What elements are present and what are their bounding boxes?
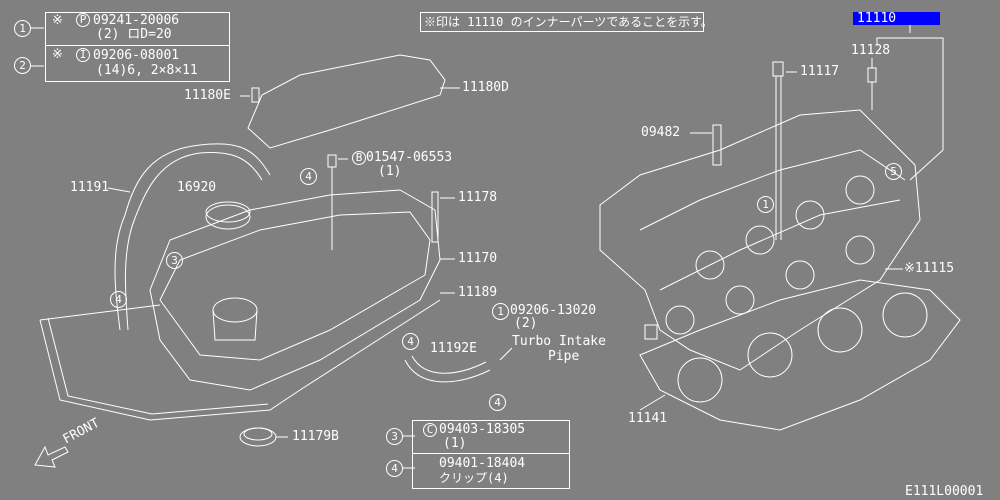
legend-box-2[interactable]: ※ I 09206-08001 (14)6, 2×8×11: [45, 45, 230, 82]
turbo-pipe-label: Pipe: [548, 349, 580, 364]
part-number-09403-18305[interactable]: 09403-18305: [439, 422, 526, 437]
callout-1: 1: [757, 196, 774, 213]
part-label-11128[interactable]: 11128: [851, 43, 891, 58]
part-label-11192E[interactable]: 11192E: [430, 341, 477, 356]
callout-b: B: [352, 151, 366, 165]
callout-4: 4: [489, 394, 506, 411]
part-label-16920[interactable]: 16920: [177, 180, 217, 195]
part-label-11115[interactable]: ※11115: [904, 261, 955, 276]
callout-4: 4: [402, 333, 419, 350]
callout-4: 4: [300, 168, 317, 185]
selected-part-11110[interactable]: 11110: [853, 12, 940, 25]
part-detail: (14)6, 2×8×11: [96, 63, 198, 78]
inner-parts-note: ※印は 11110 のインナーパーツであることを示す。: [420, 12, 713, 32]
code-i-icon: I: [76, 48, 90, 62]
part-label-11180E[interactable]: 11180E: [184, 88, 231, 103]
drawing-id: E111L00001: [905, 484, 984, 499]
part-label-11179B[interactable]: 11179B: [292, 429, 339, 444]
legend-box-4[interactable]: 09401-18404 クリップ(4): [412, 453, 570, 489]
part-label-09206-13020[interactable]: 09206-13020: [510, 303, 597, 318]
part-label-11117[interactable]: 11117: [800, 64, 840, 79]
callout-1: 1: [14, 20, 31, 37]
part-detail: (2) ロD=20: [96, 27, 172, 42]
part-label-11141[interactable]: 11141: [628, 411, 668, 426]
callout-1: 1: [492, 303, 509, 320]
legend-box-3[interactable]: C 09403-18305 (1): [412, 420, 570, 454]
callout-4: 4: [386, 460, 403, 477]
part-label-11170[interactable]: 11170: [458, 251, 498, 266]
note-text: ※印は 11110 のインナーパーツであることを示す。: [424, 15, 713, 29]
part-label-11189[interactable]: 11189: [458, 285, 498, 300]
part-label-11191[interactable]: 11191: [70, 180, 110, 195]
code-c-icon: C: [423, 423, 437, 437]
callout-2: 2: [14, 57, 31, 74]
turbo-intake-label: Turbo Intake: [512, 334, 606, 349]
part-label-01547-06553[interactable]: 01547-06553: [366, 150, 453, 165]
legend-box-1[interactable]: ※ P 09241-20006 (2) ロD=20: [45, 12, 230, 46]
part-label-09482[interactable]: 09482: [641, 125, 681, 140]
callout-5: 5: [885, 163, 902, 180]
part-number-09241-20006[interactable]: 09241-20006: [93, 13, 180, 28]
part-detail: (1): [443, 436, 467, 451]
part-label-11180D[interactable]: 11180D: [462, 80, 509, 95]
callout-3: 3: [166, 252, 183, 269]
part-qty: (2): [514, 316, 538, 331]
inner-part-mark: ※: [52, 13, 63, 28]
part-detail: クリップ(4): [439, 471, 509, 485]
callout-3: 3: [386, 428, 403, 445]
part-label-11178[interactable]: 11178: [458, 190, 498, 205]
part-qty: (1): [378, 164, 402, 179]
code-p-icon: P: [76, 13, 90, 27]
part-number-09401-18404[interactable]: 09401-18404: [439, 456, 526, 471]
inner-part-mark: ※: [52, 47, 63, 62]
callout-4: 4: [110, 291, 127, 308]
part-number-09206-08001[interactable]: 09206-08001: [93, 48, 180, 63]
